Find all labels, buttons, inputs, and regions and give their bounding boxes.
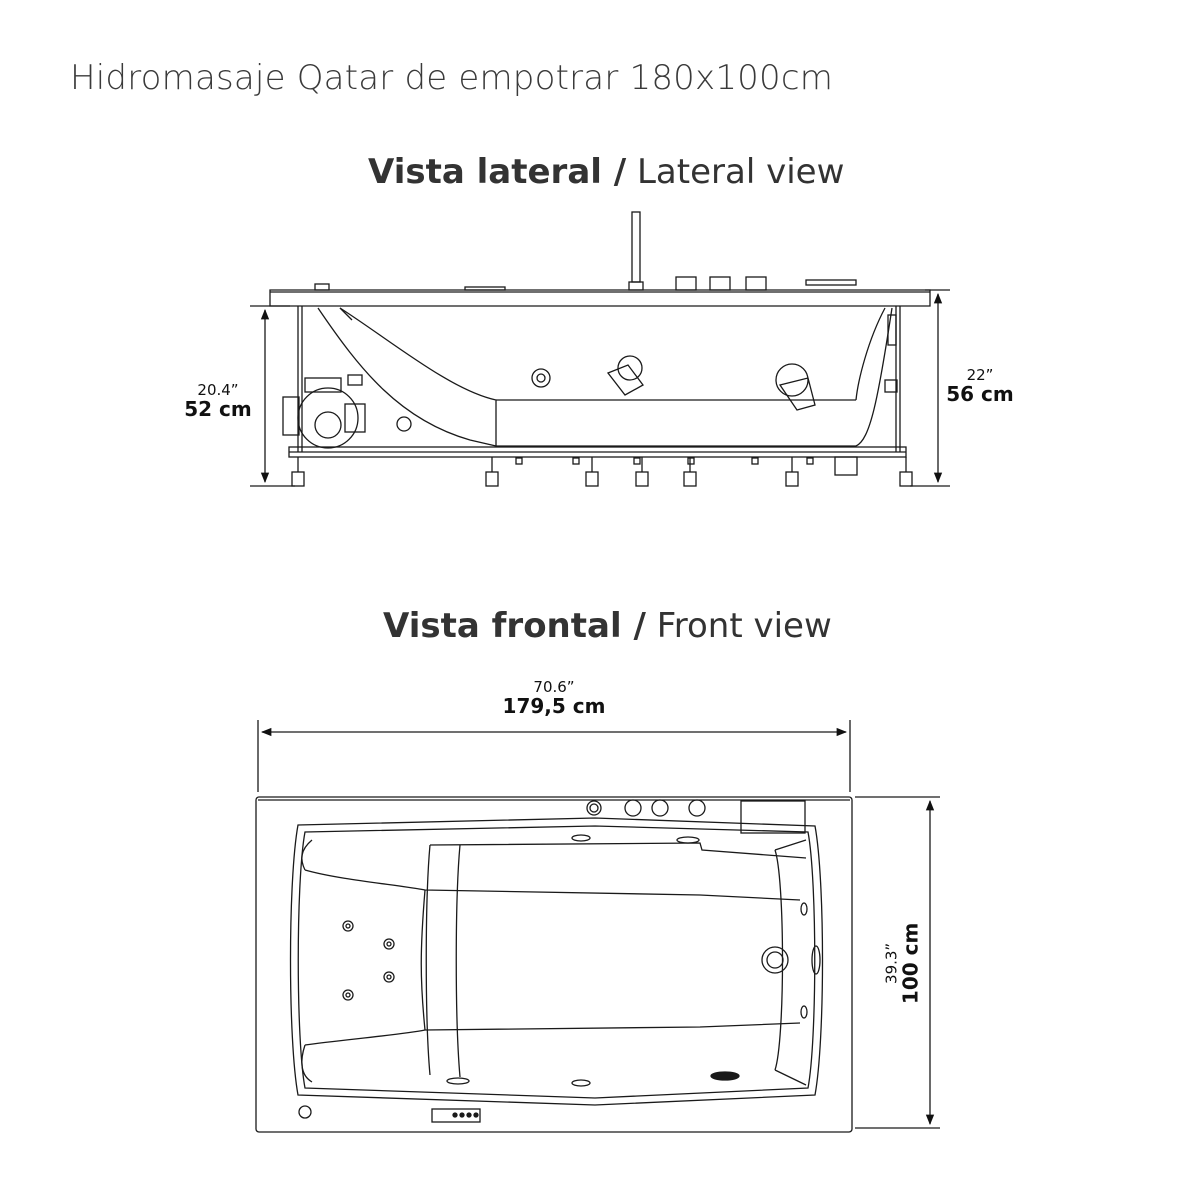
lateral-view-title: Vista lateral / Lateral view <box>368 152 844 192</box>
lateral-view-title-es: Vista lateral / <box>368 152 627 192</box>
front-view-drawing <box>255 720 940 1133</box>
lateral-dim-right: 22” 56 cm <box>940 366 1020 406</box>
lateral-dim-left-inches: 20.4” <box>197 381 239 399</box>
front-dim-width-inches: 70.6” <box>533 678 575 696</box>
lateral-dim-right-cm: 56 cm <box>946 381 1014 406</box>
lateral-view-drawing <box>250 211 950 487</box>
front-dim-width: 70.6” 179,5 cm <box>494 678 614 718</box>
front-view-title-es: Vista frontal / <box>383 606 646 646</box>
product-title: Hidromasaje Qatar de empotrar 180x100cm <box>70 58 834 98</box>
front-view-title: Vista frontal / Front view <box>383 606 832 646</box>
lateral-dim-left-cm: 52 cm <box>184 396 252 421</box>
front-dim-width-cm: 179,5 cm <box>502 693 606 718</box>
front-view-title-en: Front view <box>656 606 832 646</box>
lateral-dim-left: 20.4” 52 cm <box>178 381 258 421</box>
lateral-dim-right-inches: 22” <box>966 366 994 384</box>
lateral-view-title-en: Lateral view <box>636 152 845 192</box>
